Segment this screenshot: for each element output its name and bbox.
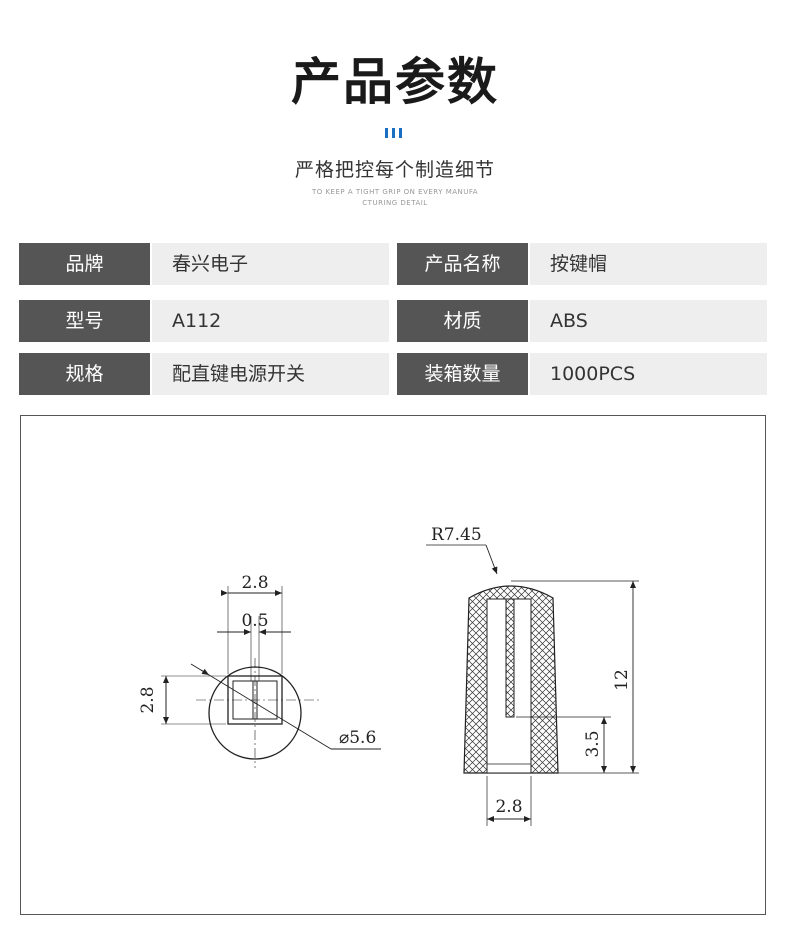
- tagline-line-1: TO KEEP A TIGHT GRIP ON EVERY MANUFA: [311, 188, 479, 196]
- dim-slot-depth: 3.5: [583, 730, 603, 757]
- spec-label: 材质: [397, 300, 528, 342]
- page-title: 产品参数: [291, 53, 499, 111]
- dim-radius: R7.45: [431, 525, 482, 545]
- cap-stem: [505, 598, 515, 718]
- top-view: [161, 586, 381, 768]
- side-view: [463, 585, 559, 774]
- page-tagline: TO KEEP A TIGHT GRIP ON EVERY MANUFA CTU…: [0, 187, 790, 209]
- spec-label: 型号: [19, 300, 150, 342]
- dim-bottom-width: 2.8: [495, 797, 522, 817]
- spec-value: 按键帽: [530, 243, 767, 285]
- spec-value: 1000PCS: [530, 353, 767, 395]
- dim-height: 2.8: [138, 686, 158, 713]
- spec-row: 品牌 春兴电子 产品名称 按键帽: [19, 243, 767, 285]
- spec-label: 装箱数量: [397, 353, 528, 395]
- technical-drawing: 2.8 0.5 2.8 ⌀5.6: [138, 525, 639, 826]
- title-accent-bars: [385, 128, 405, 138]
- spec-value: 配直键电源开关: [152, 353, 389, 395]
- spec-row: 规格 配直键电源开关 装箱数量 1000PCS: [19, 353, 767, 395]
- technical-drawing-frame: 2.8 0.5 2.8 ⌀5.6: [20, 415, 766, 915]
- page-subtitle: 严格把控每个制造细节: [294, 159, 495, 181]
- spec-value: ABS: [530, 300, 767, 342]
- spec-label: 产品名称: [397, 243, 528, 285]
- spec-label: 规格: [19, 353, 150, 395]
- dim-width: 2.8: [241, 573, 268, 593]
- spec-value: 春兴电子: [152, 243, 389, 285]
- tagline-line-2: CTURING DETAIL: [362, 199, 428, 207]
- spec-row: 型号 A112 材质 ABS: [19, 300, 767, 342]
- dim-diameter: ⌀5.6: [339, 728, 376, 748]
- dim-total-height: 12: [612, 669, 632, 691]
- spec-value: A112: [152, 300, 389, 342]
- spec-label: 品牌: [19, 243, 150, 285]
- dim-slot: 0.5: [241, 611, 268, 631]
